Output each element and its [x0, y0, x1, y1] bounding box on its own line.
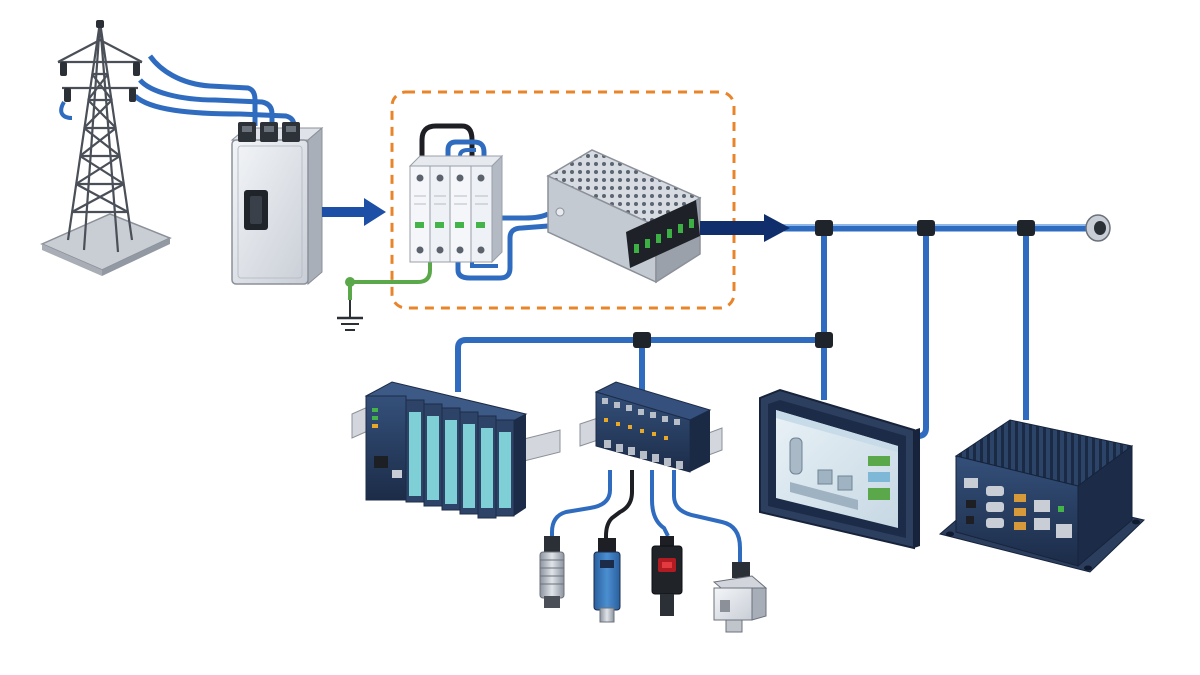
psu-mount-screw [555, 207, 565, 217]
tower-base-side [42, 244, 102, 276]
sensor-cable-1 [550, 470, 612, 538]
spd-jumper-blue-1 [445, 139, 487, 170]
ipc-mount-holes [946, 519, 1140, 571]
io-side [690, 410, 710, 472]
t-junction-1 [815, 220, 833, 236]
switch-front-face [231, 139, 309, 285]
ipc-ports [964, 478, 1072, 538]
t-junction-2 [917, 220, 935, 236]
disconnect-switch-icon [230, 122, 324, 286]
bus-end-cap-icon [1085, 214, 1111, 242]
switch-front-inner [237, 145, 303, 279]
tower-base-side-2 [102, 238, 170, 276]
branch-line [455, 337, 824, 392]
feed-cable-2 [138, 78, 275, 128]
psu-terminal-block [626, 200, 700, 268]
arrow-right-icon [322, 198, 386, 226]
switch-handle [250, 196, 262, 224]
hmi-screen-graphics [789, 437, 890, 510]
cable-network [59, 54, 1092, 566]
plc-cpu-leds [372, 408, 402, 478]
power-supply-icon [546, 149, 702, 284]
t-junction-4 [815, 332, 833, 348]
spd-side [491, 154, 503, 264]
spd-to-psu-2 [455, 223, 549, 281]
surge-protector-icon [408, 154, 504, 264]
proximity-sensor-icon [539, 536, 565, 608]
ipc-side [1077, 445, 1133, 568]
industrial-pc-icon [938, 419, 1146, 573]
plc-right-side [514, 414, 526, 516]
tower-frame [57, 21, 143, 253]
psu-terminals [634, 219, 694, 253]
feed-cable-1 [147, 54, 258, 126]
tower-jumper [59, 100, 73, 120]
io-leds [604, 418, 668, 440]
spd-indicators [415, 222, 485, 228]
dc-output-arrow-icon [700, 214, 790, 242]
plc-icon [351, 381, 561, 519]
spd-modules [409, 165, 493, 263]
insulators [60, 20, 140, 102]
hmi-side [914, 428, 920, 548]
switch-terminals [238, 122, 300, 142]
hmi-panel-icon [759, 388, 920, 550]
spd-jumper-black [419, 123, 475, 170]
t-junction-3 [1017, 220, 1035, 236]
sensor-cable-3 [650, 470, 670, 537]
spd-label-lines [414, 195, 488, 205]
t-junction-5 [633, 332, 651, 348]
io-din-rail-left [579, 417, 599, 447]
ground-cable [348, 252, 432, 300]
transmission-tower-icon [40, 20, 172, 276]
spd-top [408, 155, 504, 167]
io-block-icon [579, 381, 723, 473]
spd-terminal-screws [416, 174, 485, 254]
io-connectors [602, 398, 683, 469]
plc-io-modules [405, 399, 515, 519]
t-junctions [633, 220, 1035, 348]
switch-side-face [307, 126, 323, 286]
sensor-cable-4 [672, 470, 742, 566]
sensor-cable-2 [604, 470, 634, 540]
ground-icon [337, 277, 363, 331]
hmi-header-bar [776, 410, 898, 452]
spd-to-psu-1 [498, 211, 550, 221]
tower-base-plate [40, 213, 172, 271]
photoelectric-sensor-icon [651, 536, 683, 616]
pressure-transmitter-icon [593, 538, 621, 623]
drop-to-hmi [917, 228, 929, 439]
flow-sensor-icon [712, 562, 768, 633]
